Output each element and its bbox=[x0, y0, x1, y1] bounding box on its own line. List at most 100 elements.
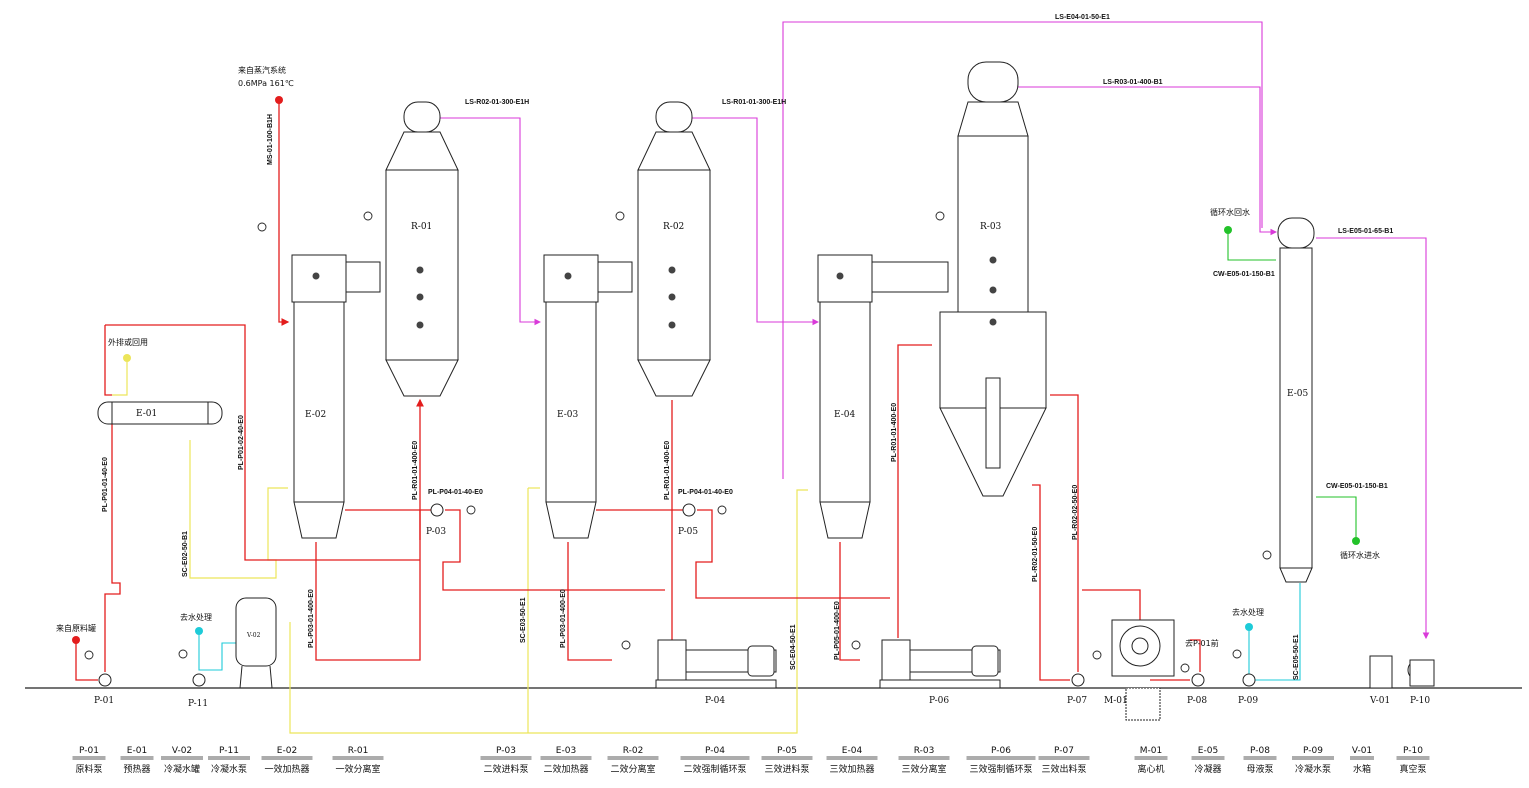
water-lines bbox=[198, 583, 1301, 681]
tag-pl-r01-c: PL-R01-01-400-E0 bbox=[891, 403, 898, 462]
label-M-01: M-01 bbox=[1104, 696, 1128, 706]
tag-pl-p03: PL-P03-01-400-E0 bbox=[308, 589, 315, 648]
legend-name-E-03: 二效加热器 bbox=[543, 763, 588, 775]
legend: P-01原料泵E-01预热器V-02冷凝水罐P-11冷凝水泵E-02一效加热器R… bbox=[72, 746, 1430, 775]
tag-cw-bot: CW-E05-01-150-B1 bbox=[1326, 483, 1388, 490]
legend-name-P-10: 真空泵 bbox=[1399, 763, 1426, 775]
note-to-water-1: 去水处理 bbox=[180, 612, 212, 622]
label-E-01: E-01 bbox=[136, 409, 157, 419]
legend-name-P-03: 二效进料泵 bbox=[483, 763, 528, 775]
label-P-11: P-11 bbox=[188, 699, 208, 709]
legend-name-E-02: 一效加热器 bbox=[264, 763, 309, 775]
tag-pl-p01: PL-P01-01-40-E0 bbox=[102, 457, 109, 512]
legend-id-P-06: P-06 bbox=[991, 746, 1011, 756]
legend-name-V-01: 水箱 bbox=[1353, 763, 1371, 775]
tag-ls-r03: LS-R03-01-400-B1 bbox=[1103, 79, 1163, 86]
label-E-05: E-05 bbox=[1287, 389, 1309, 399]
note-cw-return: 循环水回水 bbox=[1210, 207, 1250, 217]
legend-name-E-01: 预热器 bbox=[123, 763, 150, 775]
label-R-03: R-03 bbox=[980, 222, 1002, 232]
equipment-labels: E-01 V-02 E-02 R-01 E-03 R-02 E-04 R-03 … bbox=[94, 222, 1430, 709]
legend-id-P-05: P-05 bbox=[777, 746, 797, 756]
legend-id-P-07: P-07 bbox=[1054, 746, 1074, 756]
label-E-02: E-02 bbox=[305, 410, 326, 420]
label-P-09: P-09 bbox=[1238, 696, 1258, 706]
note-to-water-2: 去水处理 bbox=[1232, 607, 1264, 617]
tag-ms: MS-01-100-B1H bbox=[267, 114, 274, 165]
tag-pl-p04-b: PL-P04-01-40-E0 bbox=[678, 489, 733, 496]
legend-name-P-04: 二效强制循环泵 bbox=[683, 763, 746, 775]
tag-ls-e05: LS-E05-01-65-B1 bbox=[1338, 228, 1393, 235]
legend-name-E-05: 冷凝器 bbox=[1194, 763, 1221, 775]
tag-ls-e04: LS-E04-01-50-E1 bbox=[1055, 14, 1110, 21]
label-V-01: V-01 bbox=[1369, 696, 1390, 706]
tag-sc-e04: SC-E04-50-E1 bbox=[790, 624, 797, 670]
legend-id-P-08: P-08 bbox=[1250, 746, 1270, 756]
tag-ls-r02: LS-R02-01-300-E1H bbox=[465, 99, 529, 106]
legend-id-P-11: P-11 bbox=[219, 746, 239, 756]
legend-name-P-08: 母液泵 bbox=[1246, 763, 1273, 775]
legend-id-E-01: E-01 bbox=[127, 746, 147, 756]
tag-sc-e02: SC-E02-50-B1 bbox=[182, 531, 189, 577]
tag-sc-e03: SC-E03-50-E1 bbox=[520, 597, 527, 643]
small-pumps bbox=[98, 503, 1256, 687]
legend-id-E-04: E-04 bbox=[842, 746, 863, 756]
tag-sc-e05: SC-E05-50-E1 bbox=[1293, 634, 1300, 680]
tag-pl-r01-b: PL-R01-01-400-E0 bbox=[664, 441, 671, 500]
equipment-shapes bbox=[97, 61, 1435, 721]
note-cw-supply: 循环水进水 bbox=[1340, 550, 1380, 560]
legend-id-R-01: R-01 bbox=[348, 746, 369, 756]
note-steam-cond: 0.6MPa 161℃ bbox=[238, 79, 294, 88]
legend-name-M-01: 离心机 bbox=[1137, 763, 1164, 775]
legend-id-P-03: P-03 bbox=[496, 746, 516, 756]
legend-name-P-06: 三效强制循环泵 bbox=[969, 763, 1032, 775]
legend-id-E-03: E-03 bbox=[556, 746, 576, 756]
legend-id-M-01: M-01 bbox=[1140, 746, 1162, 756]
cooling-lines bbox=[1227, 232, 1357, 538]
line-tags: LS-E04-01-50-E1 LS-R03-01-400-B1 LS-R02-… bbox=[102, 14, 1393, 680]
legend-name-P-11: 冷凝水泵 bbox=[211, 763, 247, 775]
tag-pl-r02-a: PL-R02-01-50-E0 bbox=[1032, 527, 1039, 582]
sight-glasses bbox=[312, 256, 997, 329]
legend-id-E-02: E-02 bbox=[277, 746, 297, 756]
tag-ls-r01: LS-R01-01-300-E1H bbox=[722, 99, 786, 106]
label-R-02: R-02 bbox=[663, 222, 684, 232]
label-P-01: P-01 bbox=[94, 696, 114, 706]
label-P-04: P-04 bbox=[705, 696, 725, 706]
label-P-07: P-07 bbox=[1067, 696, 1087, 706]
legend-id-E-05: E-05 bbox=[1198, 746, 1218, 756]
tag-pl-r02-b: PL-R02-02-50-E0 bbox=[1072, 485, 1079, 540]
vapor-lines bbox=[440, 21, 1430, 640]
label-P-03: P-03 bbox=[426, 527, 446, 537]
note-to-p01: 去P-01前 bbox=[1185, 638, 1219, 648]
legend-id-P-09: P-09 bbox=[1303, 746, 1323, 756]
legend-name-R-03: 三效分离室 bbox=[901, 763, 946, 775]
legend-id-R-03: R-03 bbox=[914, 746, 935, 756]
label-P-06: P-06 bbox=[929, 696, 949, 706]
legend-id-P-01: P-01 bbox=[79, 746, 99, 756]
pressure-gauges bbox=[84, 211, 1272, 673]
legend-name-V-02: 冷凝水罐 bbox=[164, 763, 200, 775]
label-P-10: P-10 bbox=[1410, 696, 1430, 706]
legend-name-P-07: 三效出料泵 bbox=[1041, 763, 1086, 775]
label-P-05: P-05 bbox=[678, 527, 698, 537]
legend-id-R-02: R-02 bbox=[623, 746, 644, 756]
legend-name-P-05: 三效进料泵 bbox=[764, 763, 809, 775]
tag-pl-p04-a: PL-P04-01-40-E0 bbox=[428, 489, 483, 496]
label-P-08: P-08 bbox=[1187, 696, 1207, 706]
legend-name-R-02: 二效分离室 bbox=[610, 763, 655, 775]
tag-pl-p03-b: PL-P03-01-400-E0 bbox=[560, 589, 567, 648]
notes: 来自蒸汽系统 0.6MPa 161℃ 外排或回用 来自原料罐 去水处理 去水处理… bbox=[56, 65, 1380, 648]
legend-id-V-01: V-01 bbox=[1352, 746, 1372, 756]
tag-cw-top: CW-E05-01-150-B1 bbox=[1213, 271, 1275, 278]
legend-id-P-10: P-10 bbox=[1403, 746, 1423, 756]
note-discharge: 外排或回用 bbox=[108, 337, 148, 347]
label-V-02: V-02 bbox=[246, 632, 261, 639]
legend-name-P-09: 冷凝水泵 bbox=[1295, 763, 1331, 775]
tag-pl-p01-02: PL-P01-02-40-E0 bbox=[238, 415, 245, 470]
label-R-01: R-01 bbox=[411, 222, 432, 232]
note-feed-src: 来自原料罐 bbox=[56, 623, 96, 633]
process-lines bbox=[75, 100, 1201, 681]
source-markers bbox=[72, 96, 1360, 644]
